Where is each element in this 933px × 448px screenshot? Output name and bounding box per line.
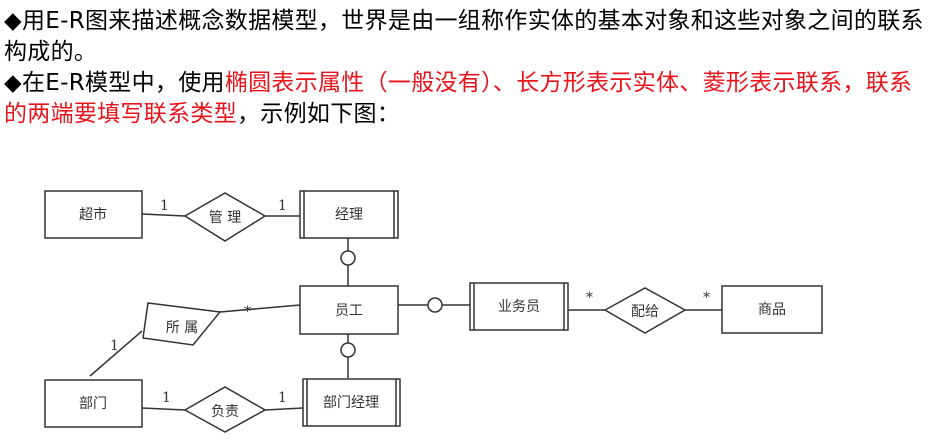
entity-product: 商品 (721, 285, 823, 334)
diamond-bullet-icon: ◆ (4, 70, 22, 96)
svg-text:部门经理: 部门经理 (323, 395, 379, 411)
connector-lines (89, 213, 722, 411)
svg-text:1: 1 (278, 198, 287, 214)
entity-salesperson: 业务员 (469, 282, 569, 331)
svg-text:*: * (586, 290, 593, 306)
entity-manager: 经理 (299, 190, 399, 239)
svg-text:业务员: 业务员 (498, 299, 540, 315)
svg-text:*: * (703, 290, 710, 306)
bullet-1-text: 用E-R图来描述概念数据模型，世界是由一组称作实体的基本对象和这些对象之间的联系… (4, 8, 924, 65)
relationship-responsible: 负责 (183, 386, 267, 433)
entity-department: 部门 (44, 379, 143, 428)
svg-text:部门: 部门 (79, 396, 107, 412)
entity-supermarket: 超市 (44, 190, 143, 239)
bullet-2-prefix: 在E-R模型中，使用 (22, 70, 225, 96)
optional-circle (340, 250, 356, 266)
diamond-bullet-icon: ◆ (4, 8, 22, 34)
entity-dept-manager: 部门经理 (302, 378, 401, 427)
svg-text:超市: 超市 (79, 206, 107, 223)
svg-text:负责: 负责 (211, 404, 239, 420)
relationship-manage: 管 理 (183, 192, 267, 242)
cardinality-labels: 1 1 * 1 * * 1 1 (110, 198, 710, 406)
svg-text:1: 1 (278, 390, 287, 406)
optional-circle (340, 342, 356, 358)
relationship-assign: 配给 (603, 287, 687, 334)
svg-text:经理: 经理 (335, 207, 363, 223)
svg-text:1: 1 (162, 390, 171, 406)
svg-text:*: * (244, 304, 251, 320)
svg-text:管 理: 管 理 (209, 210, 241, 226)
svg-text:1: 1 (160, 198, 169, 214)
svg-text:商品: 商品 (758, 302, 786, 318)
optional-circle (427, 297, 443, 313)
svg-text:1: 1 (110, 338, 119, 354)
bullet-2-highlight: 椭圆表示属性（一般没有）、长方形表示实体、菱形表示联系，联系的两端要填写联系类型 (4, 70, 913, 127)
svg-text:员工: 员工 (335, 303, 363, 319)
svg-text:配给: 配给 (631, 304, 659, 320)
bullet-2: ◆在E-R模型中，使用椭圆表示属性（一般没有）、长方形表示实体、菱形表示联系，联… (4, 68, 924, 130)
bullet-2-suffix: ，示例如下图： (237, 101, 401, 127)
bullet-1: ◆用E-R图来描述概念数据模型，世界是由一组称作实体的基本对象和这些对象之间的联… (4, 6, 924, 68)
svg-text:所 属: 所 属 (166, 320, 198, 336)
relationship-belong: 所 属 (142, 302, 222, 346)
entity-employee: 员工 (299, 285, 399, 335)
